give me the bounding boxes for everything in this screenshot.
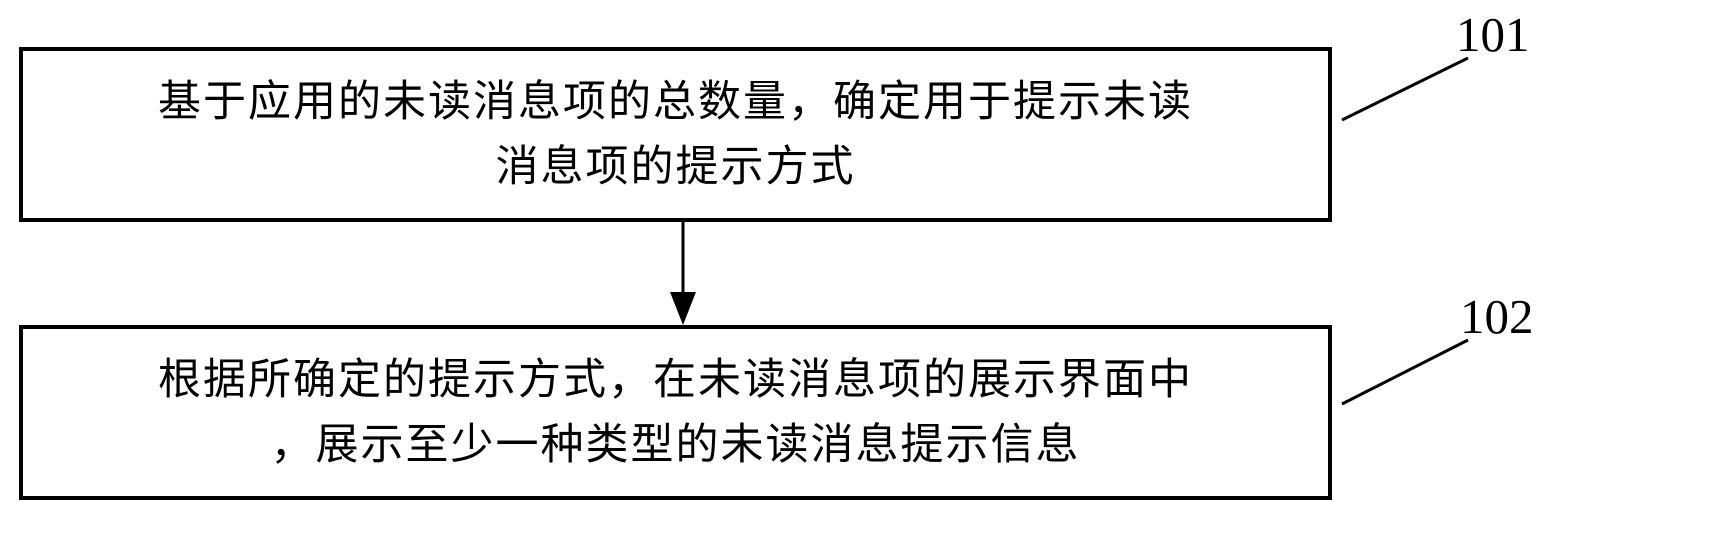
flow-arrow-head <box>670 292 696 325</box>
step-label-102: 102 <box>1460 289 1534 344</box>
step-101-text-line-1: 基于应用的未读消息项的总数量，确定用于提示未读 <box>158 76 1193 127</box>
leader-line-101 <box>1341 56 1469 122</box>
step-101-text-line-2: 消息项的提示方式 <box>495 141 856 192</box>
step-box-101: 基于应用的未读消息项的总数量，确定用于提示未读 消息项的提示方式 <box>19 47 1332 222</box>
leader-line-102 <box>1341 338 1469 406</box>
step-102-text-line-2: ，展示至少一种类型的未读消息提示信息 <box>270 419 1081 470</box>
step-102-text-line-1: 根据所确定的提示方式，在未读消息项的展示界面中 <box>158 354 1193 405</box>
step-label-101: 101 <box>1456 7 1530 62</box>
step-box-102: 根据所确定的提示方式，在未读消息项的展示界面中 ，展示至少一种类型的未读消息提示… <box>19 325 1332 500</box>
